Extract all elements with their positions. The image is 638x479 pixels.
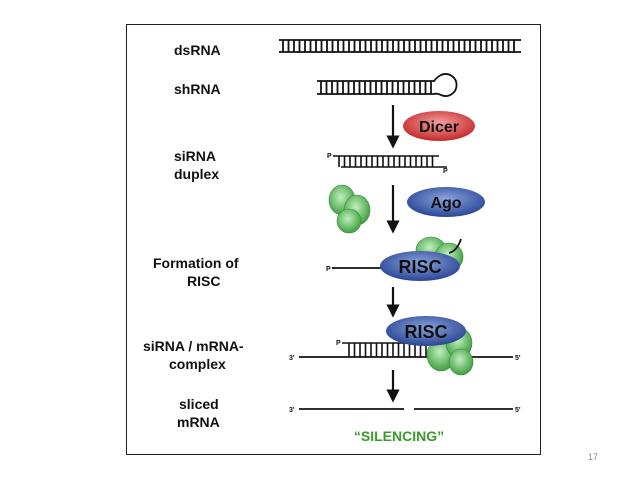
ago-label: Ago bbox=[430, 195, 461, 212]
label-formation-of: Formation of bbox=[153, 255, 239, 271]
label-mrna: mRNA bbox=[177, 414, 220, 430]
dicer-enzyme bbox=[403, 111, 475, 141]
p-mark-1: P bbox=[327, 153, 332, 160]
five-prime-mark-2: 5' bbox=[515, 407, 521, 414]
label-duplex: duplex bbox=[174, 166, 219, 182]
label-dsrna: dsRNA bbox=[174, 42, 221, 58]
risc-label-2: RISC bbox=[404, 322, 447, 342]
label-complex: complex bbox=[169, 356, 226, 372]
label-risc: RISC bbox=[187, 273, 220, 289]
three-prime-mark-2: 3' bbox=[289, 407, 295, 414]
rnai-pathway-diagram: dsRNA shRNA siRNA duplex Formation of RI… bbox=[143, 39, 521, 444]
dsrna-ladder bbox=[279, 39, 521, 53]
risc-tail bbox=[448, 238, 462, 254]
label-shrna: shRNA bbox=[174, 81, 221, 97]
shrna-hairpin bbox=[317, 80, 435, 95]
page-number: 17 bbox=[588, 452, 599, 462]
diagram-frame: dsRNA shRNA siRNA duplex Formation of RI… bbox=[126, 24, 541, 455]
risc-label-1: RISC bbox=[398, 257, 441, 277]
p-mark-4: P bbox=[336, 340, 341, 347]
risc-complex-1 bbox=[380, 251, 460, 281]
hairpin-loop bbox=[433, 73, 458, 97]
silencing-text: “SILENCING” bbox=[354, 428, 444, 444]
p-mark-2: P bbox=[443, 168, 448, 175]
label-sliced: sliced bbox=[179, 396, 219, 412]
five-prime-mark-1: 5' bbox=[515, 355, 521, 362]
label-sirna-mrna: siRNA / mRNA- bbox=[143, 338, 244, 354]
three-prime-mark-1: 3' bbox=[289, 355, 295, 362]
sirna-duplex bbox=[333, 155, 447, 168]
risc-complex-2 bbox=[386, 316, 466, 346]
label-sirna: siRNA bbox=[174, 148, 216, 164]
dicer-label: Dicer bbox=[419, 119, 459, 136]
green-protein-free bbox=[328, 184, 371, 234]
ago-enzyme bbox=[407, 187, 485, 217]
p-mark-3: P bbox=[326, 266, 331, 273]
